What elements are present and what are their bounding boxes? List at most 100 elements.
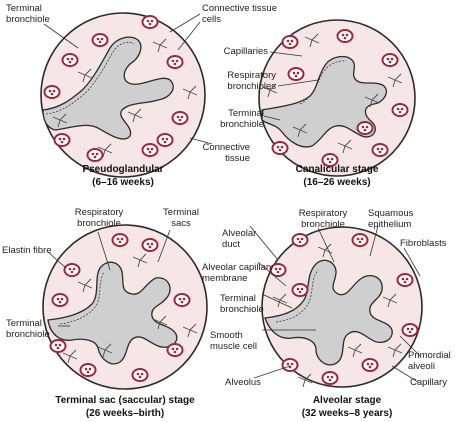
cell-nucleus-dot [410, 327, 414, 331]
cell-nucleus-dot [286, 39, 290, 43]
pseudoglandular-epithelium [45, 41, 135, 115]
caption-pseudoglandular-age: (6–16 weeks) [92, 176, 154, 188]
cell-nucleus-dot [86, 370, 90, 374]
cell-nucleus-dot [100, 37, 104, 41]
cell-nucleus-dot [175, 347, 179, 351]
cell-nucleus-dot [178, 297, 182, 301]
cell-nucleus-dot [146, 147, 150, 151]
label-respiratory-bronchioles: Respiratory bronchioles [227, 70, 276, 92]
cell-nucleus-dot [368, 365, 372, 369]
caption-alveolar-stage: Alveolar stage [312, 395, 382, 406]
capillary-cell [166, 343, 184, 357]
connective-fibre [272, 293, 288, 308]
cell-nucleus-dot [280, 145, 284, 149]
capillary-cell [141, 15, 159, 29]
label-alveolus: Alveolus [225, 377, 261, 388]
cell-nucleus-dot [358, 240, 362, 244]
connective-fibre [387, 73, 403, 88]
connective-fibre [182, 85, 198, 100]
cell-nucleus-dot [326, 375, 330, 379]
capillary-cell [281, 35, 299, 49]
cell-nucleus-dot [60, 140, 64, 144]
connective-fibre [77, 278, 93, 293]
capillary-cell [141, 238, 159, 252]
cell-nucleus-dot [58, 300, 62, 304]
connective-fibre [132, 253, 148, 268]
canalicular-bronchiole-lumen [261, 55, 388, 148]
cell-nucleus-dot [120, 237, 124, 241]
cell-nucleus-dot [66, 57, 70, 61]
cell-nucleus-dot [326, 157, 330, 161]
cell-nucleus-dot [84, 367, 88, 371]
cell-nucleus-dot [161, 137, 165, 141]
cell-nucleus-dot [70, 270, 74, 274]
label-capillary: Capillary [410, 377, 447, 388]
cell-nucleus-dot [330, 157, 334, 161]
capillary-cell [391, 103, 409, 117]
cell-nucleus-dot [95, 152, 99, 156]
cell-nucleus-dot [363, 128, 367, 132]
label-elastin-fibre: Elastin fibre [2, 245, 52, 256]
caption-pseudoglandular-stage: Pseudoglandular [82, 164, 164, 175]
caption-terminal-sac: Terminal sac (saccular) stage (26 weeks–… [40, 395, 210, 420]
cell-nucleus-dot [116, 237, 120, 241]
caption-alveolar-age: (32 weeks–8 years) [301, 407, 393, 419]
cell-nucleus-dot [360, 237, 364, 241]
label-capillaries: Capillaries [223, 46, 268, 57]
cell-nucleus-dot [408, 330, 412, 334]
capillary-cell [111, 233, 129, 247]
connective-fibre [347, 343, 363, 358]
cell-nucleus-dot [365, 125, 369, 129]
cell-nucleus-dot [298, 290, 302, 294]
capillary-cell [321, 153, 339, 167]
cell-nucleus-dot [180, 115, 184, 119]
cell-nucleus-dot [150, 242, 154, 246]
cell-nucleus-dot [72, 267, 76, 271]
cell-nucleus-dot [361, 125, 365, 129]
connective-fibre [97, 143, 113, 158]
cell-nucleus-dot [138, 375, 142, 379]
cell-nucleus-dot [290, 362, 294, 366]
capillary-cell [53, 133, 71, 147]
cell-nucleus-dot [276, 270, 280, 274]
cell-nucleus-dot [300, 287, 304, 291]
cell-nucleus-dot [150, 147, 154, 151]
label-fibroblasts: Fibroblasts [400, 238, 447, 249]
cell-nucleus-dot [148, 245, 152, 249]
canalicular-epithelium [299, 60, 347, 105]
label-terminal-bronchiole-3: Terminal bronchiole [6, 318, 50, 340]
cell-nucleus-dot [150, 19, 154, 23]
cell-nucleus-dot [91, 152, 95, 156]
capillary-cell [156, 133, 174, 147]
capillary-cell [381, 53, 399, 67]
capillary-cell [287, 67, 305, 81]
connective-fibre [304, 33, 320, 48]
capillary-cell [281, 358, 299, 372]
cell-nucleus-dot [68, 267, 72, 271]
cell-nucleus-dot [182, 297, 186, 301]
connective-fibre [182, 323, 198, 338]
capillary-cell [43, 85, 61, 99]
cell-nucleus-dot [173, 62, 177, 66]
cell-nucleus-dot [290, 39, 294, 43]
connective-fibre [382, 293, 398, 308]
cell-nucleus-dot [343, 36, 347, 40]
connective-fibre [297, 373, 313, 388]
cell-nucleus-dot [178, 118, 182, 122]
label-respiratory-bronchiole-1: Respiratory bronchiole [74, 207, 124, 229]
cell-nucleus-dot [68, 60, 72, 64]
cell-nucleus-dot [54, 343, 58, 347]
capillary-cell [51, 293, 69, 307]
caption-canalicular: Canalicular stage (16–26 weeks) [252, 164, 422, 189]
caption-terminal-sac-age: (26 weeks–birth) [85, 407, 165, 419]
label-squamous-epithelium: Squamous epithelium [368, 208, 414, 230]
cell-nucleus-dot [50, 92, 54, 96]
cell-nucleus-dot [165, 137, 169, 141]
capillary-cell [49, 339, 67, 353]
capillary-cell [173, 293, 191, 307]
cell-nucleus-dot [140, 372, 144, 376]
label-terminal-bronchiole-2: Terminal bronchiole [220, 108, 264, 130]
connective-fibre [77, 68, 93, 83]
cell-nucleus-dot [70, 57, 74, 61]
cell-nucleus-dot [405, 277, 409, 281]
